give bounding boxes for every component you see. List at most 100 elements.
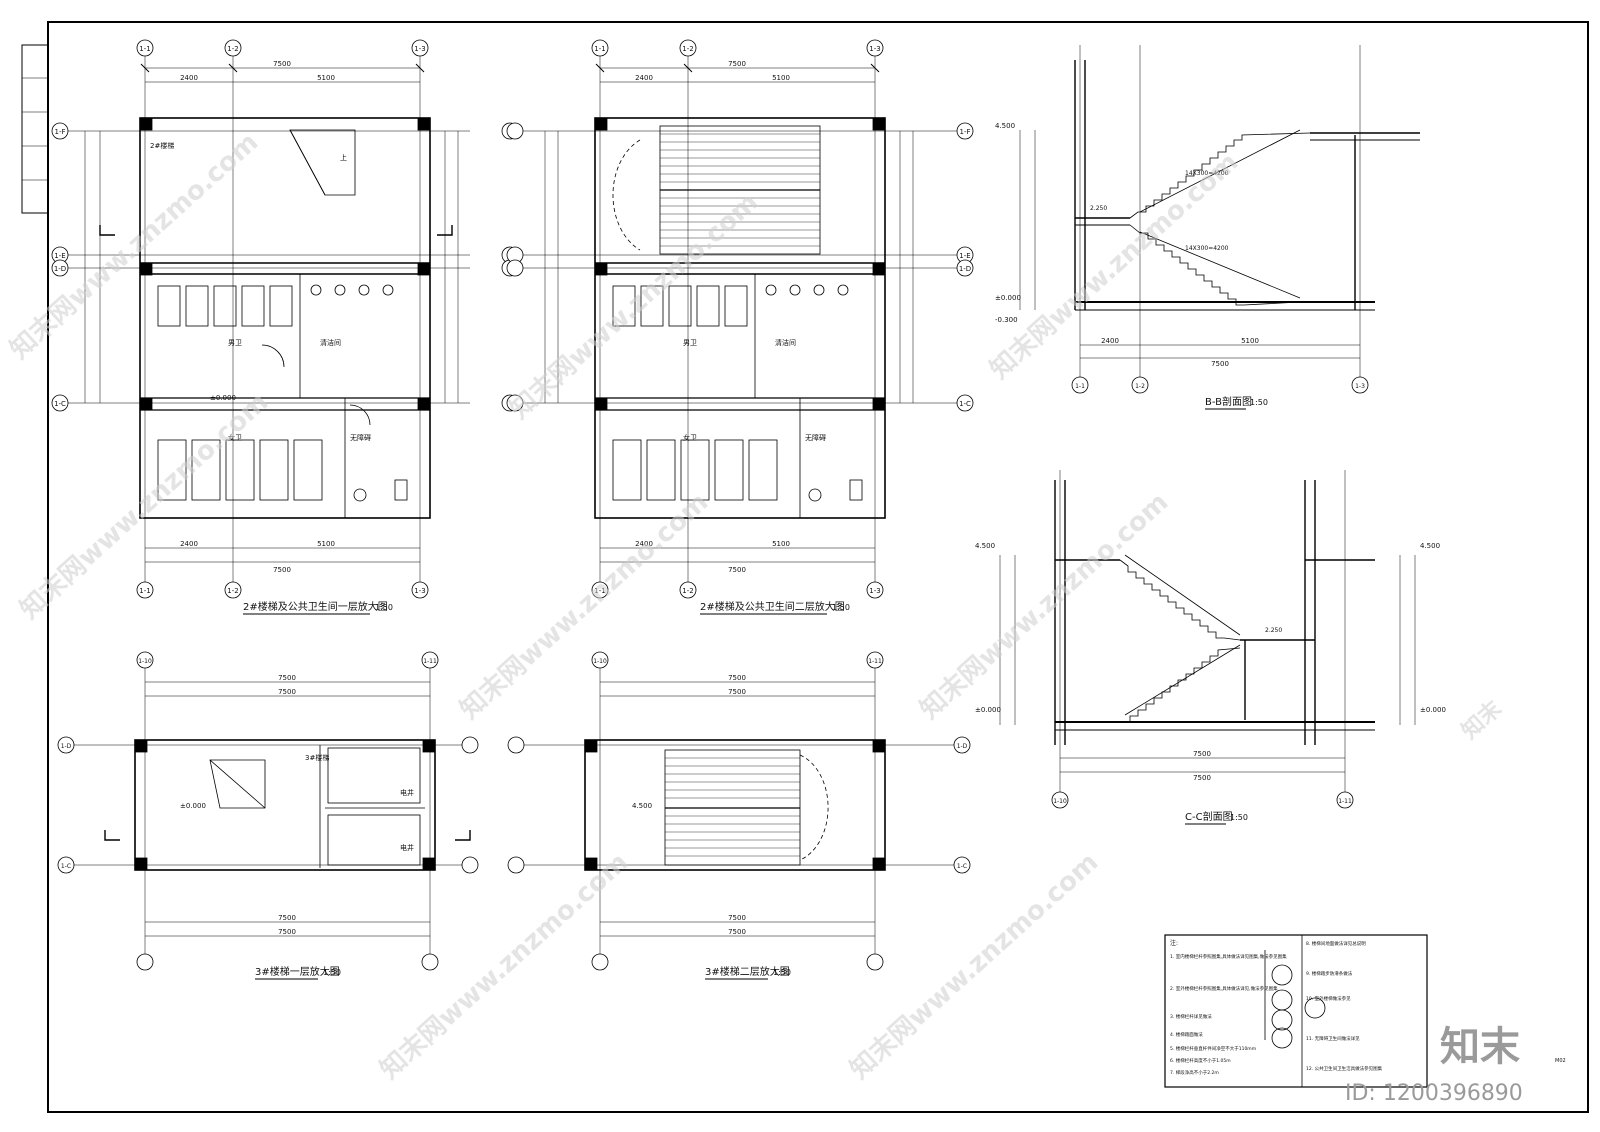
sheet-number: M02 — [1555, 1058, 1566, 1064]
dim-total: 7500 — [278, 688, 296, 696]
note-line: 11. 无障碍卫生间做法详见 — [1306, 1035, 1360, 1042]
drawing-title: C-C剖面图 — [1185, 810, 1233, 823]
axis-label: 1-C — [957, 863, 967, 870]
watermark: 知末 — [1457, 695, 1508, 744]
room-label: 男卫 — [683, 339, 697, 347]
dim-left: 2400 — [635, 74, 653, 82]
axis-label: 1-3 — [869, 587, 880, 595]
id-label: ID: 1200396890 — [1345, 1081, 1523, 1106]
axis-label: 1-3 — [414, 587, 425, 595]
dim-total: 7500 — [728, 914, 746, 922]
axis-label: 1-F — [959, 128, 970, 136]
drawing-scale: 1:50 — [773, 968, 791, 977]
axis-label: 1-C — [54, 400, 66, 408]
dim-right: 5100 — [317, 540, 335, 548]
elev-label: 4.500 — [975, 542, 995, 550]
dim-left: 2400 — [180, 74, 198, 82]
notes-table — [1164, 934, 1428, 1088]
axis-label: 1-E — [959, 252, 970, 260]
note-line: 8. 楼梯间地面做法详见总说明 — [1306, 940, 1366, 947]
axis-label: 1-2 — [1135, 383, 1145, 390]
steps-label: 14X300=4200 — [1185, 170, 1229, 177]
dim-left: 2400 — [180, 540, 198, 548]
dim-total: 7500 — [728, 674, 746, 682]
dim-total: 7500 — [1193, 774, 1211, 782]
notes-header: 注: — [1170, 939, 1178, 947]
section-cc — [1054, 480, 1375, 745]
axis-label: 1-D — [61, 743, 72, 750]
axis-label: 1-E — [54, 252, 65, 260]
drawing-scale: 1:50 — [1230, 813, 1248, 822]
note-line: 2. 室外楼梯栏杆参照图集,具体做法详见,做法参见图集 — [1170, 985, 1278, 992]
watermark: 知末网www.znzmo.com — [915, 487, 1175, 725]
axis-label: 1-1 — [139, 45, 150, 53]
note-line: 6. 楼梯栏杆高度不小于1.05m — [1170, 1057, 1231, 1064]
dim-right: 5100 — [317, 74, 335, 82]
dim-total: 7500 — [728, 928, 746, 936]
title-strip — [21, 44, 49, 214]
room-label: 电井 — [400, 788, 414, 797]
room-label: 女卫 — [683, 433, 697, 442]
note-line: 7. 梯段净高不小于2.2m — [1170, 1069, 1219, 1076]
dim-total: 7500 — [728, 688, 746, 696]
note-line: 5. 楼梯栏杆垂直杆件间净空不大于110mm — [1170, 1045, 1256, 1052]
note-line: 12. 公共卫生间卫生洁具做法参见图集 — [1306, 1065, 1383, 1072]
dim-total: 7500 — [273, 566, 291, 574]
drawing-title: 3#楼梯一层放大图 — [255, 965, 340, 978]
elev-label: 2.250 — [1090, 205, 1107, 212]
axis-label: 1-10 — [593, 658, 607, 665]
axis-label: 1-F — [54, 128, 65, 136]
dim-total: 7500 — [728, 60, 746, 68]
axis-label: 1-2 — [682, 45, 693, 53]
room-label: 女卫 — [228, 433, 242, 442]
note-line: 1. 室内楼梯栏杆参照图集,具体做法详见图集,做法参见图集 — [1170, 953, 1287, 960]
plan-3-floor1 — [134, 739, 436, 871]
axis-label: 1-1 — [594, 587, 605, 595]
watermark: 知末网www.znzmo.com — [505, 187, 765, 425]
axis-label: 1-3 — [414, 45, 425, 53]
dim-total: 7500 — [278, 914, 296, 922]
drawing-title: 3#楼梯二层放大图 — [705, 965, 790, 978]
dim-total: 7500 — [278, 674, 296, 682]
watermark: 知末网www.znzmo.com — [985, 147, 1245, 385]
stair-dir: 上 — [340, 153, 347, 162]
axis-label: 1-1 — [1075, 383, 1085, 390]
drawing-title: 2#楼梯及公共卫生间一层放大图 — [243, 600, 388, 613]
drawing-scale: 1:50 — [1250, 398, 1268, 407]
plan-2-floor1 — [139, 117, 431, 519]
dim-left: 2400 — [1101, 337, 1119, 345]
axis-label: 1-2 — [227, 45, 238, 53]
axis-label: 1-C — [959, 400, 971, 408]
dim-right: 5100 — [772, 74, 790, 82]
note-line: 4. 楼梯踏面做法 — [1170, 1031, 1203, 1038]
elev-label: 4.500 — [1420, 542, 1440, 550]
room-label: 2#楼梯 — [150, 141, 174, 150]
note-line: 9. 楼梯踏步防滑条做法 — [1306, 970, 1353, 977]
room-label: 清洁间 — [775, 338, 796, 347]
drawing-scale: 1:50 — [832, 603, 850, 612]
drawing-title: B-B剖面图 — [1205, 395, 1252, 408]
elev-label: ±0.000 — [975, 706, 1001, 714]
watermark: 知末网www.znzmo.com — [845, 847, 1105, 1085]
room-label: 电井 — [400, 843, 414, 852]
axis-label: 1-11 — [868, 658, 882, 665]
room-label: 清洁间 — [320, 338, 341, 347]
axis-label: 1-2 — [227, 587, 238, 595]
elev-label: 4.500 — [632, 802, 652, 810]
room-label: 无障碍 — [805, 433, 826, 442]
brand-logo: 知末 — [1440, 1024, 1520, 1070]
plan-2-floor2 — [594, 117, 886, 519]
axis-label: 1-D — [54, 265, 66, 273]
axis-label: 1-D — [957, 743, 968, 750]
axis-label: 1-10 — [1053, 798, 1067, 805]
room-label: 无障碍 — [350, 433, 371, 442]
axis-label: 1-10 — [138, 658, 152, 665]
axis-label: 1-1 — [139, 587, 150, 595]
dim-total: 7500 — [728, 566, 746, 574]
axis-label: 1-2 — [682, 587, 693, 595]
axis-label: 1-3 — [1355, 383, 1365, 390]
dim-total: 7500 — [1211, 360, 1229, 368]
elev-label: -0.300 — [995, 316, 1018, 324]
